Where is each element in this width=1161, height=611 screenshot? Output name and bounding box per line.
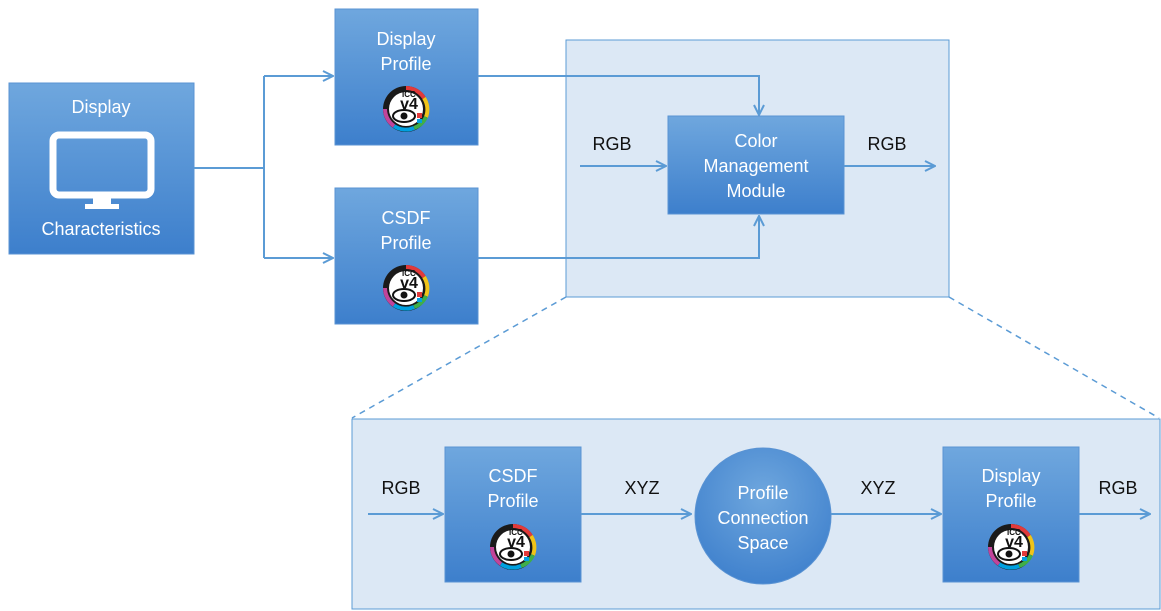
display-box-caption: Characteristics — [41, 219, 160, 239]
top-csdf-profile-line2: Profile — [380, 233, 431, 253]
detail-display-profile-line2: Profile — [985, 491, 1036, 511]
detail-display-profile-box: Display Profile ICC v4 — [942, 446, 1080, 583]
top-display-profile-line1: Display — [376, 29, 435, 49]
cmm-input-label: RGB — [592, 134, 631, 154]
icc-logo-main-text: v4 — [400, 96, 418, 113]
detail-xyz-right-label: XYZ — [860, 478, 895, 498]
pcs-circle: Profile Connection Space — [694, 447, 832, 585]
detail-input-label: RGB — [381, 478, 420, 498]
icc-v4-logo-icon: ICC v4 — [488, 522, 538, 572]
profile-to-cmm-connectors — [478, 75, 759, 259]
top-display-profile-box: Display Profile ICC v4 — [334, 8, 479, 146]
display-box-title: Display — [71, 97, 130, 117]
display-characteristics-box: Display Characteristics — [8, 82, 195, 255]
detail-display-profile-line1: Display — [981, 466, 1040, 486]
cmm-line1: Color — [734, 131, 777, 151]
icc-v4-logo-icon: ICC v4 — [381, 263, 431, 313]
detail-xyz-left-label: XYZ — [624, 478, 659, 498]
icc-v4-logo-icon: ICC v4 — [986, 522, 1036, 572]
icc-logo-top-text: ICC — [509, 528, 523, 537]
top-csdf-profile-line1: CSDF — [382, 208, 431, 228]
top-csdf-profile-box: CSDF Profile ICC v4 — [334, 187, 479, 325]
cmm-line2: Management — [703, 156, 808, 176]
icc-logo-top-text: ICC — [1007, 528, 1021, 537]
icc-logo-top-text: ICC — [402, 269, 416, 278]
icc-v4-logo-icon: ICC v4 — [381, 84, 431, 134]
cmm-box: Color Management Module — [667, 115, 845, 215]
cmm-line3: Module — [726, 181, 785, 201]
top-display-profile-line2: Profile — [380, 54, 431, 74]
detail-csdf-profile-box: CSDF Profile ICC v4 — [444, 446, 582, 583]
icc-logo-main-text: v4 — [400, 275, 418, 292]
detail-csdf-profile-line2: Profile — [487, 491, 538, 511]
branch-connectors — [194, 76, 333, 258]
icc-logo-top-text: ICC — [402, 90, 416, 99]
monitor-icon — [49, 131, 155, 209]
cmm-output-label: RGB — [867, 134, 906, 154]
pcs-line1: Profile — [737, 483, 788, 503]
icc-logo-main-text: v4 — [1005, 534, 1023, 551]
zoom-line-right — [948, 296, 1160, 419]
pcs-line2: Connection — [717, 508, 808, 528]
detail-output-label: RGB — [1098, 478, 1137, 498]
pcs-line3: Space — [737, 533, 788, 553]
detail-csdf-profile-line1: CSDF — [489, 466, 538, 486]
icc-logo-main-text: v4 — [507, 534, 525, 551]
zoom-line-left — [351, 296, 567, 419]
